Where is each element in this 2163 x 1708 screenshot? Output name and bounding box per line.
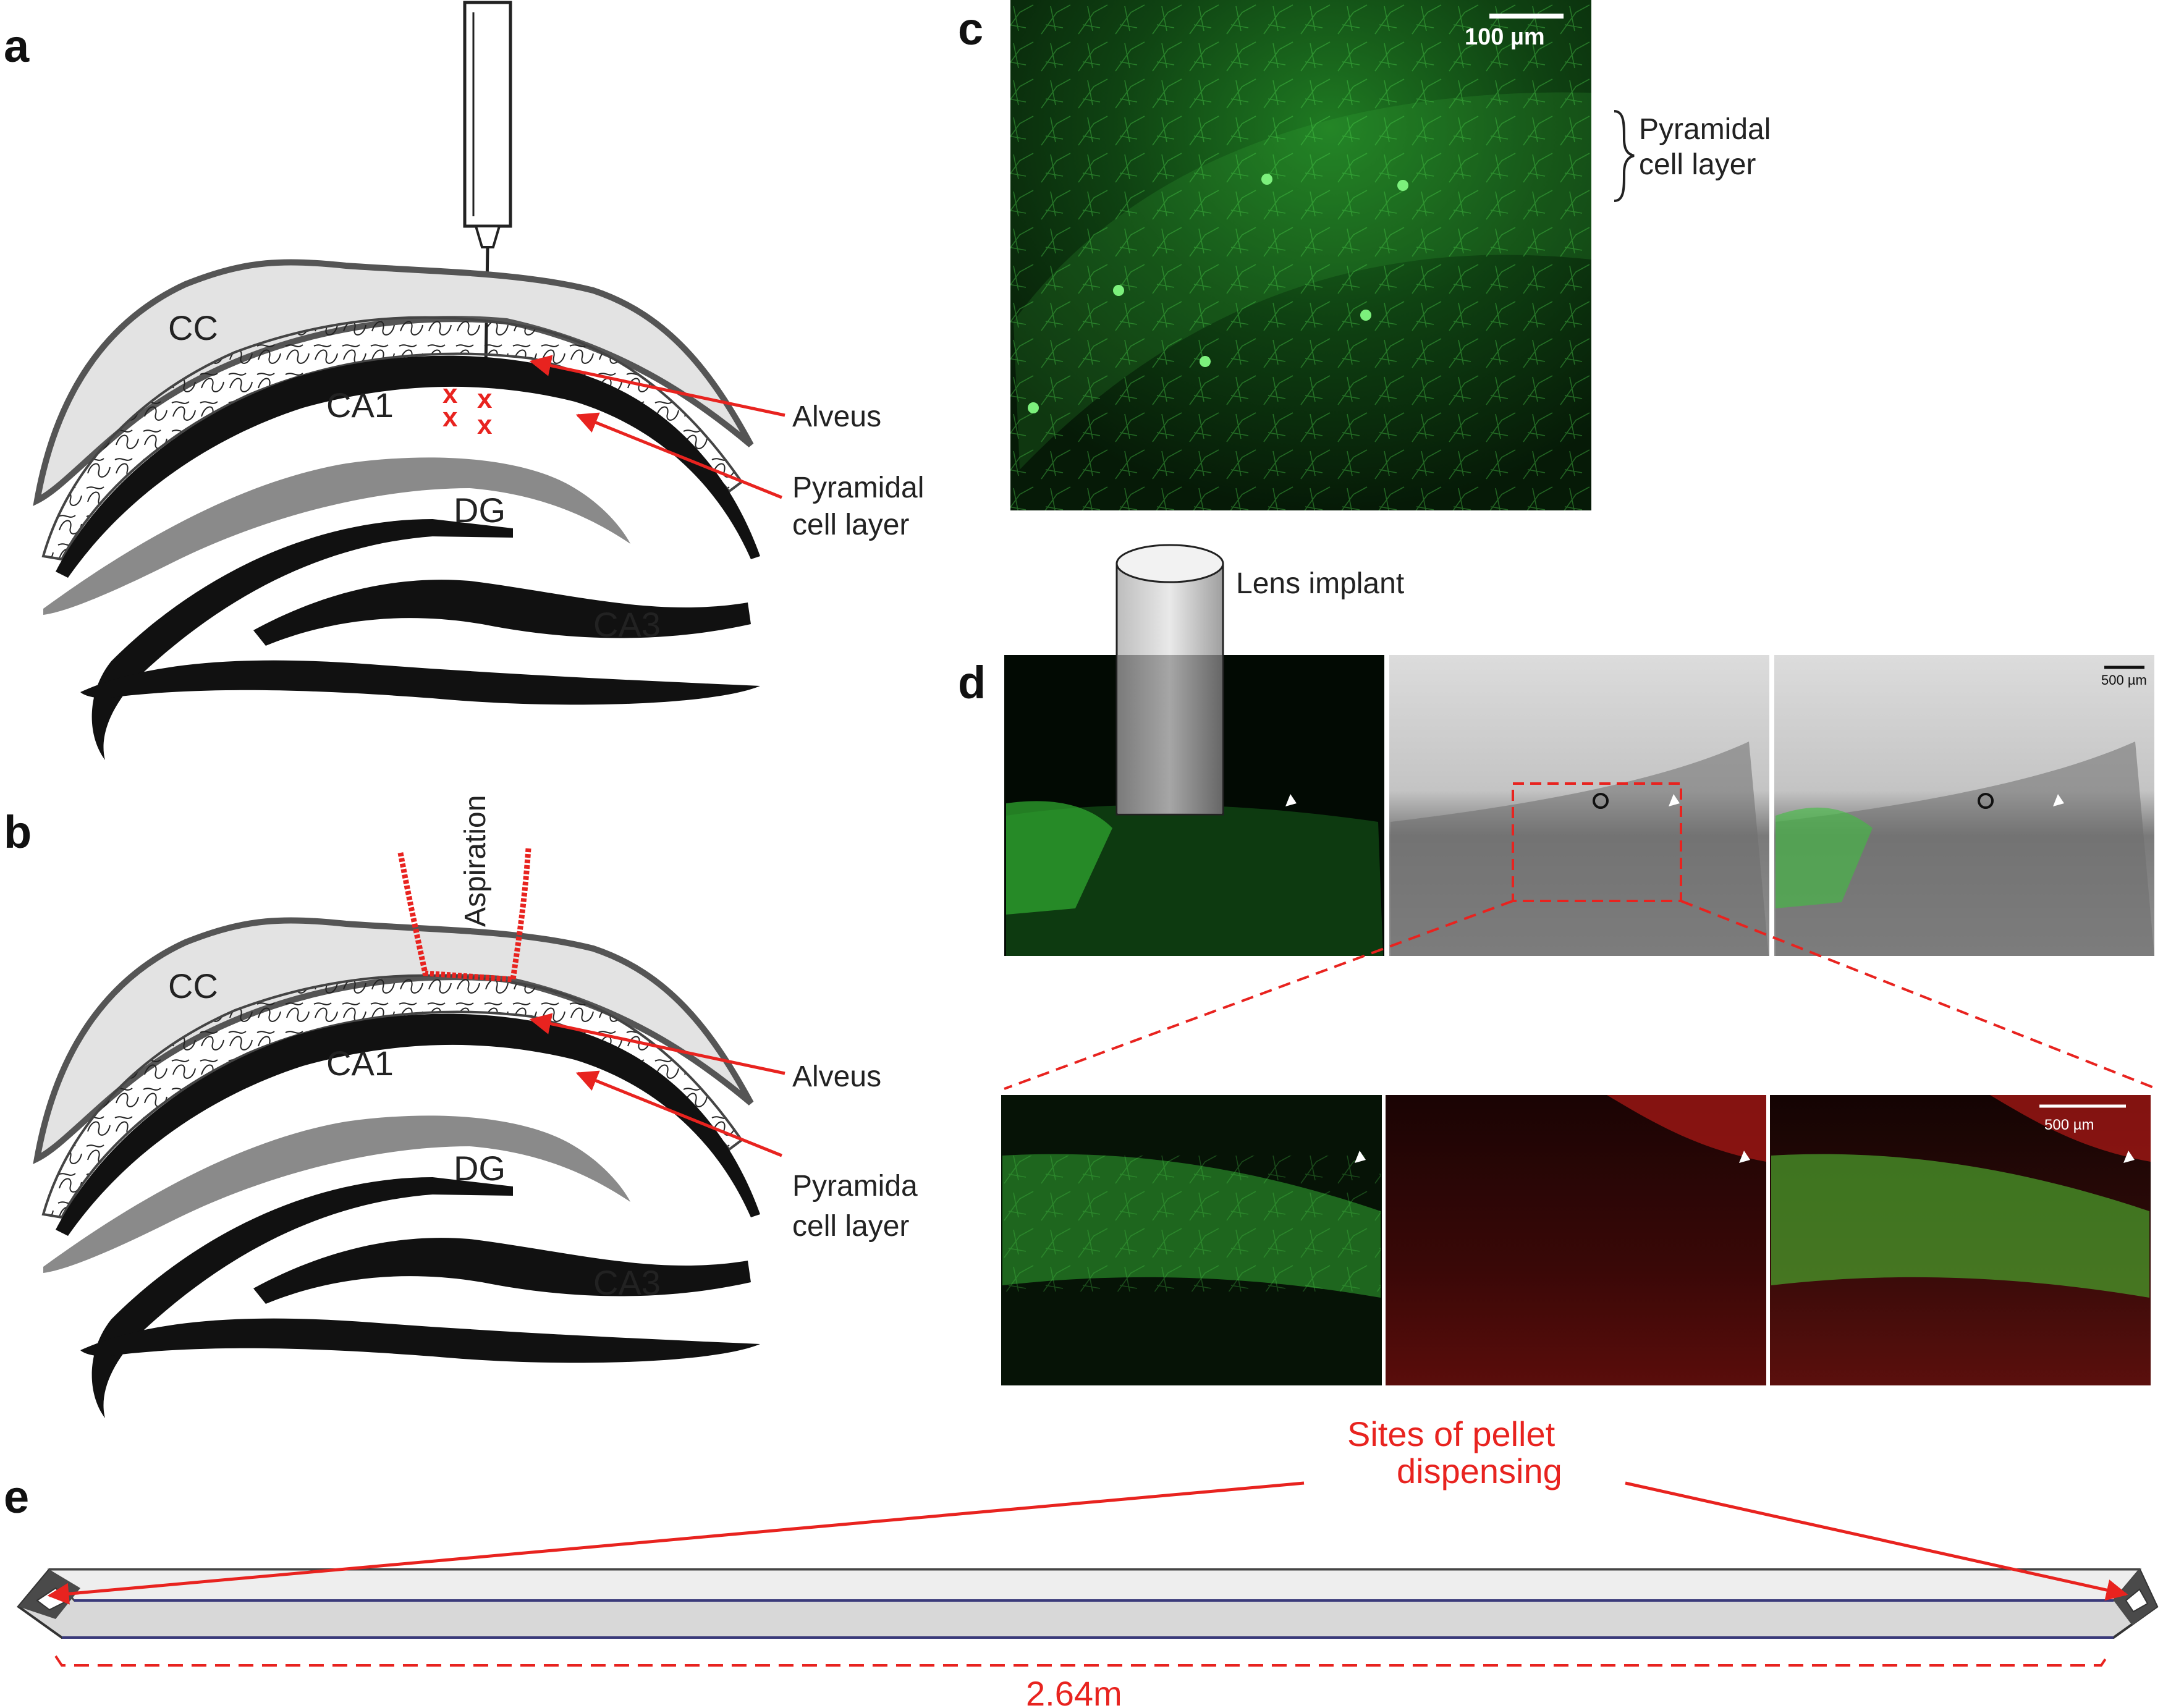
sites-arrow-left bbox=[47, 1481, 1305, 1605]
label-layer-1: Pyramidal bbox=[1639, 113, 1771, 146]
zoom-box bbox=[1512, 782, 1682, 902]
pyramidal-layer bbox=[56, 355, 760, 578]
label-alveus: Alveus bbox=[792, 400, 881, 433]
dg-arc bbox=[43, 1115, 630, 1273]
neuron-soma bbox=[1397, 180, 1408, 191]
tdtomato-cluster bbox=[1607, 1095, 1766, 1162]
label-lens-implant: Lens implant bbox=[1236, 567, 1404, 600]
arrowhead-icon bbox=[2123, 1151, 2135, 1163]
panel-label-c: c bbox=[958, 3, 983, 54]
injection-mark: x bbox=[442, 379, 458, 409]
gfp-texture bbox=[1002, 1156, 1381, 1292]
merge-band bbox=[1771, 1154, 2149, 1298]
region-dg: DG bbox=[454, 491, 506, 530]
outer-contour bbox=[80, 660, 760, 705]
ca3-band bbox=[253, 580, 751, 646]
green-hotspot bbox=[1006, 801, 1112, 915]
label-pyramidal-1: Pyramida bbox=[792, 1170, 918, 1203]
lens-marker-icon bbox=[1593, 793, 1609, 809]
panel-d: d 500 µm Lens implant bbox=[958, 544, 2157, 1385]
panel-label-a: a bbox=[4, 20, 30, 72]
merge-tissue bbox=[1776, 742, 2154, 956]
region-dg: DG bbox=[454, 1149, 506, 1188]
arrowhead-icon bbox=[1355, 1151, 1366, 1163]
label-pyramidal-2: cell layer bbox=[792, 1210, 909, 1243]
neuron-soma bbox=[1261, 174, 1272, 185]
label-aspiration: Aspiration bbox=[459, 795, 492, 927]
pyramidal-arrow bbox=[575, 1070, 782, 1157]
label-pyramidal-1: Pyramidal bbox=[792, 471, 924, 504]
pyramidal-arrow bbox=[575, 412, 782, 499]
zoom-line-left bbox=[1004, 900, 1513, 1090]
panel-label-e: e bbox=[4, 1471, 29, 1523]
alveus-arrow bbox=[529, 1013, 785, 1075]
lens-implant-icon bbox=[1115, 544, 1224, 816]
panel-label-b: b bbox=[4, 806, 32, 858]
length-dimension bbox=[54, 1655, 2109, 1667]
label-sites-2: dispensing bbox=[1397, 1452, 1562, 1490]
dg-hook bbox=[91, 1177, 514, 1418]
outer-contour bbox=[80, 1318, 760, 1363]
ca3-band bbox=[253, 1238, 751, 1304]
label-pyramidal-2: cell layer bbox=[792, 509, 909, 541]
label-alveus: Alveus bbox=[792, 1060, 881, 1093]
merge-red-cluster bbox=[1990, 1095, 2151, 1162]
arrowhead-icon bbox=[1285, 794, 1297, 806]
region-cc: CC bbox=[168, 966, 218, 1005]
dg-arc bbox=[43, 457, 630, 615]
merge-green bbox=[1776, 807, 1873, 908]
neuron-soma bbox=[1028, 402, 1039, 413]
lens-marker-icon bbox=[1978, 793, 1994, 809]
scale-label: 100 µm bbox=[1465, 24, 1545, 50]
neuron-soma bbox=[1200, 356, 1211, 367]
arrowhead-icon bbox=[1669, 794, 1680, 806]
neuron-soma bbox=[1360, 310, 1371, 321]
region-ca3: CA3 bbox=[593, 1263, 661, 1302]
label-layer-2: cell layer bbox=[1639, 148, 1756, 181]
region-cc: CC bbox=[168, 308, 218, 347]
panel-b: b Aspiration CC CA1 DG CA3 Alveus Pyrami… bbox=[4, 795, 918, 1418]
panel-label-d: d bbox=[958, 657, 986, 708]
panel-e: e Sites of pellet dispensing 2.64m bbox=[4, 1414, 2159, 1708]
region-ca3: CA3 bbox=[593, 605, 661, 644]
scale-label-bottom: 500 µm bbox=[2044, 1117, 2094, 1133]
neuron-texture bbox=[1010, 0, 1591, 510]
pyramidal-layer bbox=[56, 1013, 760, 1236]
alveus-arrow bbox=[529, 355, 785, 417]
syringe-icon bbox=[463, 1, 512, 369]
scale-label-top: 500 µm bbox=[2101, 672, 2147, 688]
pyramidal-band-glow bbox=[1014, 92, 1591, 470]
injection-mark: x bbox=[477, 410, 493, 440]
injection-mark: x bbox=[477, 384, 493, 414]
sites-arrow-right bbox=[1625, 1481, 2128, 1601]
aspiration-outline bbox=[397, 848, 531, 983]
panel-c: c 100 µm Pyramidal cell layer bbox=[958, 0, 1771, 510]
linear-track bbox=[17, 1568, 2159, 1639]
label-sites-1: Sites of pellet bbox=[1347, 1414, 1556, 1453]
zoom-line-right bbox=[1680, 900, 2157, 1090]
neuron-soma bbox=[1113, 285, 1124, 296]
arrowhead-icon bbox=[1739, 1151, 1750, 1163]
brace-icon bbox=[1614, 110, 1635, 202]
panel-a: a CC CA1 DG CA3 x x x x Alveus bbox=[4, 1, 924, 760]
injection-mark: x bbox=[442, 402, 458, 433]
hippocampus-b bbox=[33, 848, 760, 1418]
dg-hook bbox=[91, 519, 514, 760]
label-length: 2.64m bbox=[1026, 1674, 1122, 1708]
arrowhead-icon bbox=[2053, 794, 2064, 806]
region-ca1: CA1 bbox=[326, 386, 394, 425]
region-ca1: CA1 bbox=[326, 1044, 394, 1083]
